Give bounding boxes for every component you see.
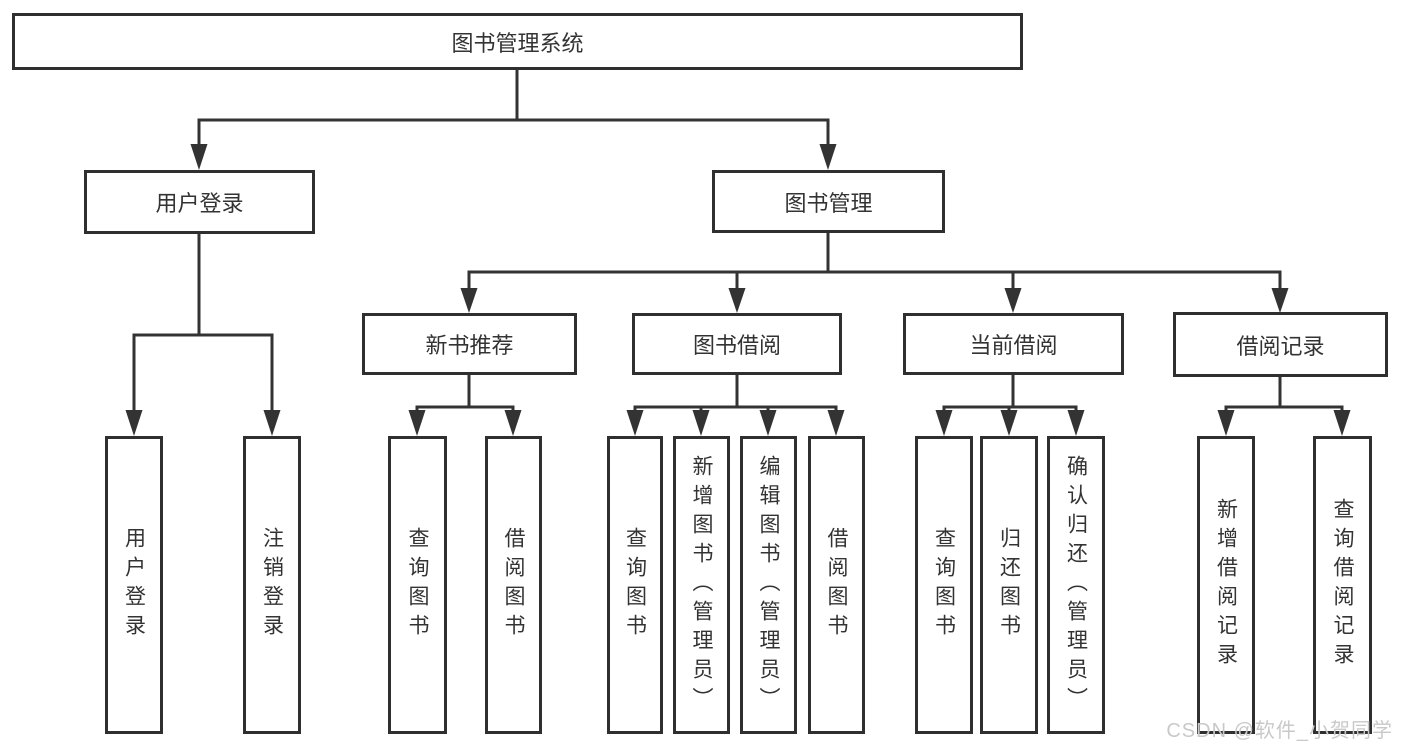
leaf-borrow-query-books: 查询图书 — [607, 436, 663, 734]
node-new-book-recommend: 新书推荐 — [362, 313, 577, 375]
node-borrow-records: 借阅记录 — [1173, 312, 1388, 377]
leaf-borrow-add-books-admin: 新增图书（管理员） — [673, 436, 730, 734]
leaf-borrow-borrow-books: 借阅图书 — [808, 436, 865, 734]
csdn-watermark: CSDN @软件_小贺同学 — [1166, 720, 1393, 742]
leaf-current-query-books: 查询图书 — [915, 436, 973, 734]
connector-records-to-leaves — [1217, 377, 1351, 436]
connector-newbook-to-leaves — [408, 375, 522, 436]
connector-bookmgmt-to-level3 — [460, 233, 1289, 313]
node-book-borrow: 图书借阅 — [632, 313, 842, 375]
node-book-management: 图书管理 — [712, 170, 945, 233]
connector-borrow-to-leaves — [626, 375, 845, 436]
connector-root-to-level2 — [190, 70, 837, 170]
node-user-login: 用户登录 — [84, 170, 315, 234]
leaf-borrow-edit-books-admin: 编辑图书（管理员） — [740, 436, 797, 734]
leaf-records-query-record: 查询借阅记录 — [1313, 436, 1372, 734]
leaf-newbook-query-books: 查询图书 — [388, 436, 447, 734]
connector-current-to-leaves — [935, 375, 1085, 436]
node-current-borrow: 当前借阅 — [903, 313, 1124, 375]
leaf-current-return-books: 归还图书 — [980, 436, 1038, 734]
leaf-newbook-borrow-books: 借阅图书 — [485, 436, 542, 734]
leaf-logout: 注销登录 — [243, 436, 301, 734]
leaf-current-confirm-return-admin: 确认归还（管理员） — [1047, 436, 1105, 734]
connector-userlogin-to-leaves — [125, 234, 281, 436]
leaf-user-login: 用户登录 — [105, 436, 163, 734]
leaf-records-add-record: 新增借阅记录 — [1197, 436, 1255, 734]
node-root-system: 图书管理系统 — [12, 13, 1023, 70]
